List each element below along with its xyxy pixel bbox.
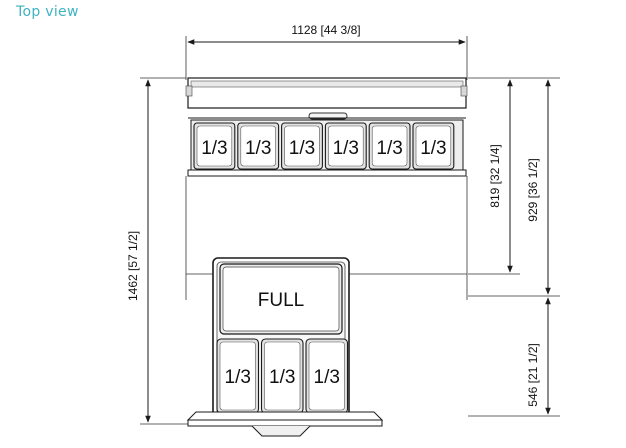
top-pan: 1/3	[193, 122, 236, 170]
drawer-pan: 1/3	[305, 338, 349, 414]
top-pan: 1/3	[324, 122, 367, 170]
drawer-pan: 1/3	[216, 338, 260, 414]
drawer-pan-label: 1/3	[269, 367, 295, 388]
top-pan-label: 1/3	[289, 138, 315, 159]
top-pan: 1/3	[237, 122, 280, 170]
top-pan-row: 1/3 1/3 1/3 1/3 1/3 1/3	[193, 122, 455, 170]
top-pan: 1/3	[412, 122, 455, 170]
drawer-546-label: 546 [21 1/2]	[526, 343, 540, 406]
overall-depth-label: 1462 [57 1/2]	[126, 231, 140, 301]
drawer: FULL 1/3 1/3 1/3	[186, 257, 384, 437]
top-pan: 1/3	[281, 122, 323, 170]
view-title: Top view	[16, 4, 79, 20]
full-pan-label: FULL	[258, 290, 304, 311]
drawer-pan-row: 1/3 1/3 1/3	[216, 338, 349, 414]
top-pan: 1/3	[368, 122, 411, 170]
width-dimension: 1128 [44 3/8]	[185, 23, 468, 80]
width-label: 1128 [44 3/8]	[291, 23, 360, 37]
top-pan-label: 1/3	[245, 138, 271, 159]
top-pan-label: 1/3	[376, 138, 402, 159]
drawer-pan: 1/3	[260, 338, 304, 414]
top-pan-label: 1/3	[333, 138, 359, 159]
depth-819-label: 819 [32 1/4]	[488, 144, 502, 207]
drawer-pan-label: 1/3	[225, 367, 251, 388]
right-dimensions: 819 [32 1/4] 929 [36 1/2] 546 [21 1/2]	[468, 77, 560, 417]
drawer-pan-label: 1/3	[314, 367, 340, 388]
top-pan-label: 1/3	[420, 138, 446, 159]
top-pan-label: 1/3	[201, 138, 227, 159]
depth-929-label: 929 [36 1/2]	[526, 158, 540, 221]
